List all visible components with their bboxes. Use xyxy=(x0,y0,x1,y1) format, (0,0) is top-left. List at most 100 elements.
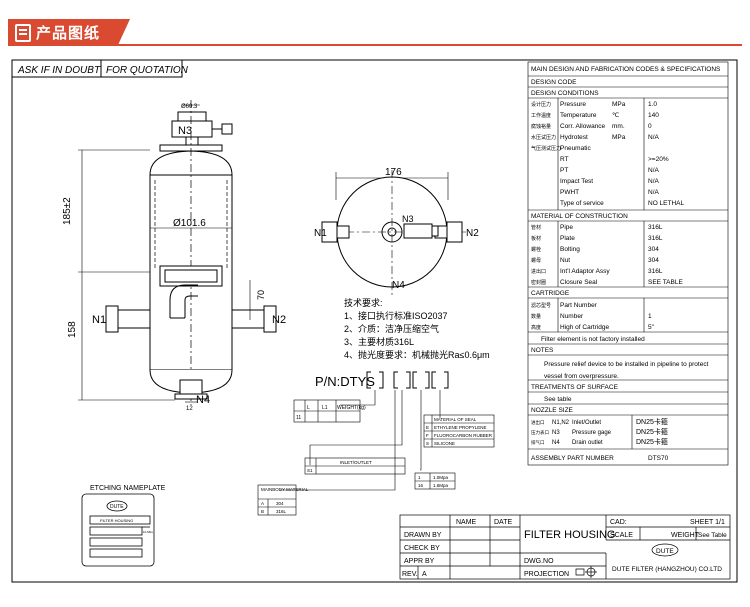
cartridge-value: 1 xyxy=(648,313,652,320)
tech-item: 2、介质：洁净压缩空气 xyxy=(344,323,439,334)
tb-product: FILTER HOUSING xyxy=(524,529,615,541)
material-cn: 管材 xyxy=(531,224,541,231)
spec-table xyxy=(527,61,729,466)
material-name: Bolting xyxy=(560,246,580,253)
condition-name: Pneumatic xyxy=(560,145,591,152)
nozzle-cn: 排气口 xyxy=(531,439,545,446)
nozzle-cn: 压力表口 xyxy=(531,429,549,436)
surface-value: See table xyxy=(544,396,572,403)
cartridge-name: Number xyxy=(560,313,584,320)
material-value: 316L xyxy=(648,268,663,275)
material-cn: 螺栓 xyxy=(531,246,541,253)
condition-value: 1.0 xyxy=(648,101,657,108)
spec-design-code: DESIGN CODE xyxy=(531,79,577,86)
condition-unit: MPa xyxy=(612,134,626,141)
length-row: 11 xyxy=(296,415,301,421)
nameplate-title: ETCHING NAMEPLATE xyxy=(90,485,166,492)
pressure-code: 16 xyxy=(418,483,424,488)
pressure-table xyxy=(414,472,456,490)
assembly-label: ASSEMBLY PART NUMBER xyxy=(531,455,614,462)
material-value: 316L xyxy=(276,509,287,514)
material-cn: 螺母 xyxy=(531,257,541,264)
tech-requirements: 技术要求: 1、接口执行标准ISO2037 2、介质：洁净压缩空气 3、主要材质… xyxy=(344,297,490,360)
notice-ask: ASK IF IN DOUBT xyxy=(17,65,101,76)
material-name: Closure Seal xyxy=(560,279,598,286)
top-label-n2: N2 xyxy=(466,228,479,239)
pressure-value: 1.0Mpa xyxy=(433,475,449,480)
header-bar-tip xyxy=(118,19,130,45)
length-table xyxy=(293,399,361,423)
cartridge-name: Part Number xyxy=(560,302,598,309)
tb-scale: SCALE xyxy=(610,532,633,539)
header-rule xyxy=(8,44,742,46)
tb-cad: CAD: xyxy=(610,519,627,526)
nozzle-code: N4 xyxy=(552,440,560,446)
condition-value: N/A xyxy=(648,189,660,196)
material-value: 316L xyxy=(648,235,663,242)
nozzle-size: DN25卡箍 xyxy=(636,417,668,426)
dim-70: 70 xyxy=(256,290,266,300)
document-icon xyxy=(15,24,31,42)
title-block xyxy=(399,514,731,580)
label-n2: N2 xyxy=(272,314,286,326)
condition-name: PWHT xyxy=(560,189,579,196)
condition-value: 140 xyxy=(648,112,659,119)
cartridge-note: Filter element is not factory installed xyxy=(541,336,645,343)
note-line: Pressure relief device to be installed i… xyxy=(544,361,709,368)
condition-cn: 气压测试压力 xyxy=(531,145,561,152)
dim-small: 12 xyxy=(186,406,193,412)
condition-name: RT xyxy=(560,156,569,163)
material-table xyxy=(257,484,297,516)
tb-sheet: SHEET 1/1 xyxy=(690,519,725,526)
condition-value: >=20% xyxy=(648,156,669,163)
material-code: A xyxy=(261,501,264,506)
label-n1: N1 xyxy=(92,314,106,326)
label-n4: N4 xyxy=(196,394,210,406)
surface-title: TREATMENTS OF SURFACE xyxy=(531,384,619,391)
dim-body-diameter: Ø101.6 xyxy=(173,218,206,229)
length-header: WEIGHT(kg) xyxy=(337,405,366,411)
tb-date: DATE xyxy=(494,519,512,526)
inlet-code: S1 xyxy=(307,468,313,473)
cartridge-cn: 数量 xyxy=(531,313,541,320)
tb-appr: APPR BY xyxy=(404,558,435,565)
inlet-table xyxy=(304,457,406,475)
part-number-label: P/N:DTYS xyxy=(315,374,375,389)
front-view xyxy=(78,100,277,405)
material-code: B xyxy=(261,509,264,514)
condition-unit: MPa xyxy=(612,101,626,108)
top-view-width: 176 xyxy=(385,167,402,178)
cartridge-cn: 滤芯型号 xyxy=(531,302,551,309)
nameplate-row: FILTER HOUSING xyxy=(100,518,133,523)
length-header: L xyxy=(307,405,310,411)
assembly-value: DTS70 xyxy=(648,455,669,462)
length-header: L1 xyxy=(322,405,328,411)
cartridge-value: 5" xyxy=(648,324,655,331)
tb-drawn: DRAWN BY xyxy=(404,532,442,539)
material-value: 304 xyxy=(648,246,659,253)
seal-row: ETHYLENE PROPYLENE xyxy=(434,425,487,430)
condition-name: Pressure xyxy=(560,101,586,108)
page-header: 产品图纸 xyxy=(0,0,750,48)
material-name: Plate xyxy=(560,235,575,242)
tb-projection: PROJECTION xyxy=(524,571,569,578)
dim-top-diameter: Ø60.3 xyxy=(181,104,198,110)
note-line: vessel from overpressure. xyxy=(544,373,619,380)
condition-cn: 腐蚀裕量 xyxy=(531,123,551,130)
tech-item: 1、接口执行标准ISO2037 xyxy=(344,310,448,321)
tb-logo: DUTE xyxy=(656,548,674,555)
condition-name: Hydrotest xyxy=(560,134,588,141)
tb-rev: REV. xyxy=(402,571,418,578)
material-cn: 密封圈 xyxy=(531,279,546,286)
notice-box xyxy=(11,59,183,78)
material-value: 304 xyxy=(276,501,284,506)
condition-value: N/A xyxy=(648,167,660,174)
material-value: 304 xyxy=(648,257,659,264)
condition-value: N/A xyxy=(648,178,660,185)
nozzle-title: NOZZLE SIZE xyxy=(531,407,574,414)
seal-code: E xyxy=(426,425,429,430)
notes-title: NOTES xyxy=(531,347,554,354)
nozzle-code: N1,N2 xyxy=(552,420,570,426)
header-title: 产品图纸 xyxy=(36,25,101,42)
nozzle-code: N3 xyxy=(552,430,560,436)
